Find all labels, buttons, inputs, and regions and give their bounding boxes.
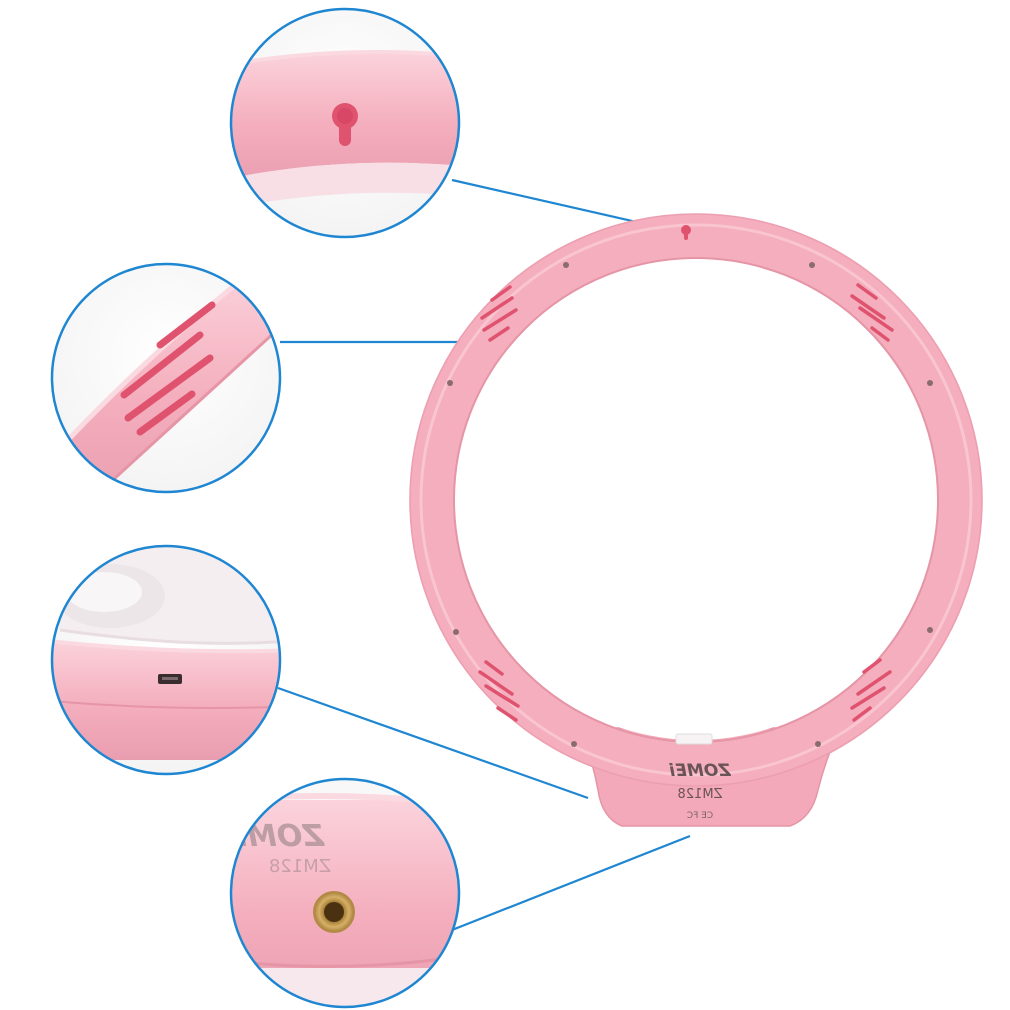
base-clip: [675, 733, 713, 745]
tripod-mount-detail: ZOMEi ZM128: [215, 777, 461, 1009]
usb-port-icon: [158, 674, 182, 684]
screw-holes: [447, 262, 933, 747]
vent-slots-detail: [50, 262, 282, 494]
zoom-model-label: ZM128: [269, 856, 331, 877]
model-label: ZM128: [678, 787, 723, 802]
keyhole-icon: [681, 225, 691, 240]
keyhole-hanger-detail: [229, 7, 461, 239]
cert-label: CE FC: [687, 811, 713, 821]
ring-body: [410, 214, 982, 786]
line-usb: [277, 686, 589, 800]
tripod-screw-icon: [313, 891, 355, 933]
brand-logo: ZOMEi: [668, 761, 731, 781]
vent-slot-icons: [120, 301, 216, 436]
zoom-brand-logo: ZOMEi: [215, 819, 325, 854]
ring-opening: [456, 260, 936, 740]
line-mount: [451, 834, 691, 932]
ring-light: ZOMEi ZM128 CE FC: [409, 213, 983, 827]
vent-slots: [478, 283, 894, 722]
usb-port-detail: [50, 544, 282, 776]
keyhole-icon: [332, 103, 358, 146]
